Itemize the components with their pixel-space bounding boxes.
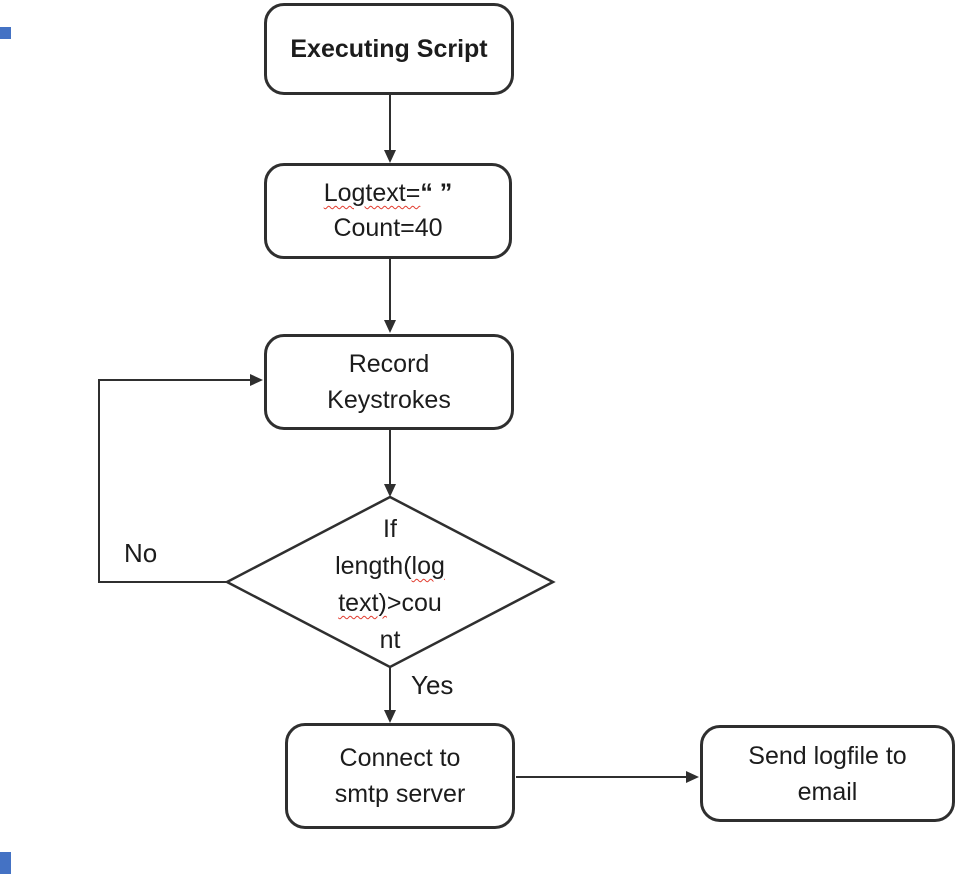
node-record-line2: Keystrokes: [327, 386, 451, 414]
node-record-keystrokes: Record Keystrokes: [264, 334, 514, 430]
decision-line3: text)>cou: [290, 585, 490, 622]
decision-diamond-shape: [224, 495, 556, 669]
arrowhead-into-init: [384, 150, 396, 163]
arrowhead-no-loop: [250, 374, 263, 386]
decision-line2-misspelled: log: [411, 552, 445, 580]
decision-line1: If: [383, 515, 397, 543]
node-send-line1: Send logfile to: [748, 741, 907, 770]
node-connect-line1: Connect to: [339, 744, 461, 772]
selection-handle-bottom: [0, 852, 11, 874]
node-send-line2: email: [797, 777, 858, 806]
arrowhead-into-record: [384, 320, 396, 333]
edge-label-no: No: [124, 538, 158, 568]
node-init-variables: Logtext=“ ” Count=40: [264, 163, 512, 259]
node-connect-smtp: Connect to smtp server: [285, 723, 515, 829]
logtext-assign-text: Logtext=: [323, 179, 421, 207]
decision-line3-misspelled: text): [338, 589, 387, 617]
decision-line3-post: >cou: [386, 589, 442, 617]
empty-string-quotes: “ ”: [420, 179, 453, 207]
edge-label-yes: Yes: [411, 670, 454, 700]
arrowhead-into-connect: [384, 710, 396, 723]
node-record-line1: Record: [348, 350, 430, 378]
decision-line4: nt: [379, 626, 401, 654]
selection-handle-top: [0, 27, 11, 39]
node-send-logfile: Send logfile to email: [700, 725, 955, 822]
node-connect-line2: smtp server: [334, 780, 466, 808]
decision-length-check-text: If length(log text)>cou nt: [290, 511, 490, 659]
no-loop-line: [98, 379, 251, 583]
node-executing-script: Executing Script: [264, 3, 514, 95]
arrowhead-into-decision: [384, 484, 396, 497]
arrowhead-into-send: [686, 771, 699, 783]
node-init-line2: Count=40: [333, 214, 443, 242]
node-executing-script-label: Executing Script: [290, 35, 488, 63]
decision-line2-pre: length(: [335, 552, 412, 580]
node-init-line1: Logtext=“ ”: [324, 176, 453, 211]
decision-line2: length(log: [290, 548, 490, 585]
